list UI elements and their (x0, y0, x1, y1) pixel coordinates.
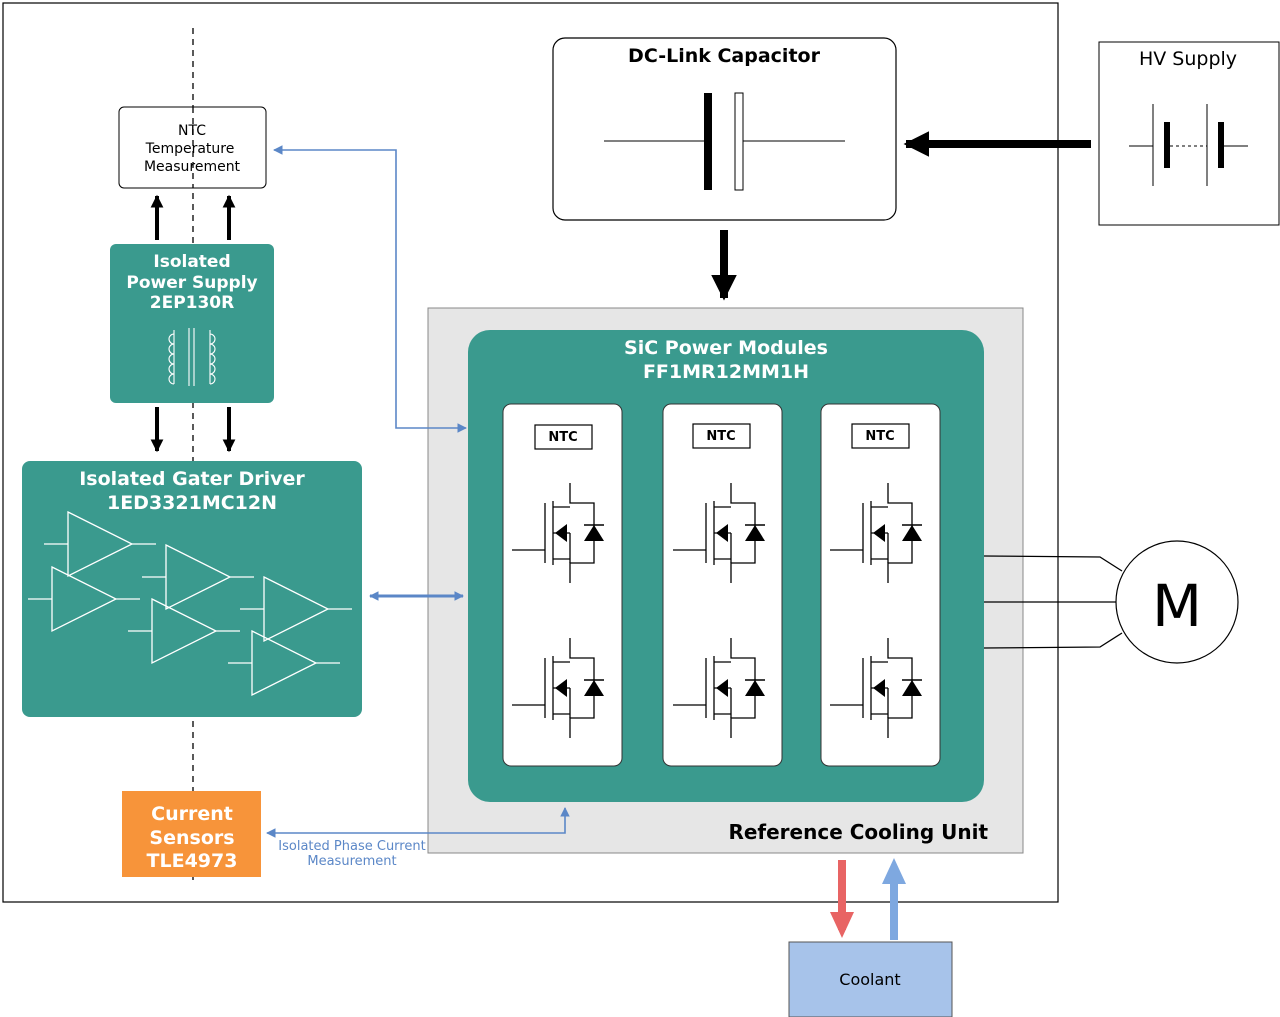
sic-title: SiC Power Modules (624, 337, 828, 359)
ntc-temperature-measurement: NTC Temperature Measurement (118, 106, 267, 189)
phase-current-label-2: Measurement (307, 854, 396, 869)
module-card-2: NTC (662, 403, 783, 767)
svg-text:Isolated: Isolated (153, 252, 230, 272)
battery-icon (1129, 104, 1248, 186)
hv-supply: HV Supply (1098, 41, 1280, 226)
svg-text:Sensors: Sensors (149, 827, 234, 849)
sic-part-number: FF1MR12MM1H (643, 361, 809, 383)
coolant-out-arrow-head (830, 912, 854, 938)
motor-wires (983, 555, 1123, 649)
svg-text:Temperature: Temperature (145, 141, 235, 157)
svg-text:Measurement: Measurement (144, 159, 241, 175)
module-card-1: NTC (502, 403, 623, 767)
svg-text:NTC: NTC (178, 123, 206, 139)
coolant-in-arrow-head (882, 858, 906, 884)
ntc-measurement-link (273, 145, 467, 433)
coolant (788, 941, 953, 1017)
cooling-unit-label: Reference Cooling Unit (728, 820, 988, 844)
module-ntc-label: NTC (706, 429, 735, 444)
svg-text:2EP130R: 2EP130R (150, 293, 234, 313)
capacitor-icon (604, 92, 845, 191)
dc-link-capacitor: DC-Link Capacitor (552, 37, 897, 221)
svg-text:TLE4973: TLE4973 (147, 850, 238, 872)
module-card-3: NTC (820, 403, 941, 767)
current-sensors: Current Sensors TLE4973 (122, 791, 261, 877)
svg-text:Current: Current (151, 803, 233, 825)
module-ntc-label: NTC (548, 430, 577, 445)
svg-text:Power Supply: Power Supply (126, 273, 257, 293)
isolated-gate-driver: Isolated Gater Driver 1ED3321MC12N (22, 461, 362, 717)
system-boundary (2, 2, 1059, 903)
motor (1115, 540, 1239, 664)
phase-current-label: Isolated Phase Current (278, 839, 425, 854)
motor-label: M (1152, 572, 1202, 640)
isolated-power-supply: Isolated Power Supply 2EP130R (110, 244, 274, 403)
svg-text:1ED3321MC12N: 1ED3321MC12N (107, 492, 277, 514)
hv-supply-title: HV Supply (1139, 48, 1237, 70)
transformer-icon (168, 328, 216, 386)
phase-current-link (266, 807, 570, 838)
module-ntc-label: NTC (865, 429, 894, 444)
svg-text:Isolated Gater Driver: Isolated Gater Driver (79, 468, 305, 490)
dc-link-title: DC-Link Capacitor (628, 45, 821, 67)
coolant-label: Coolant (839, 970, 900, 989)
